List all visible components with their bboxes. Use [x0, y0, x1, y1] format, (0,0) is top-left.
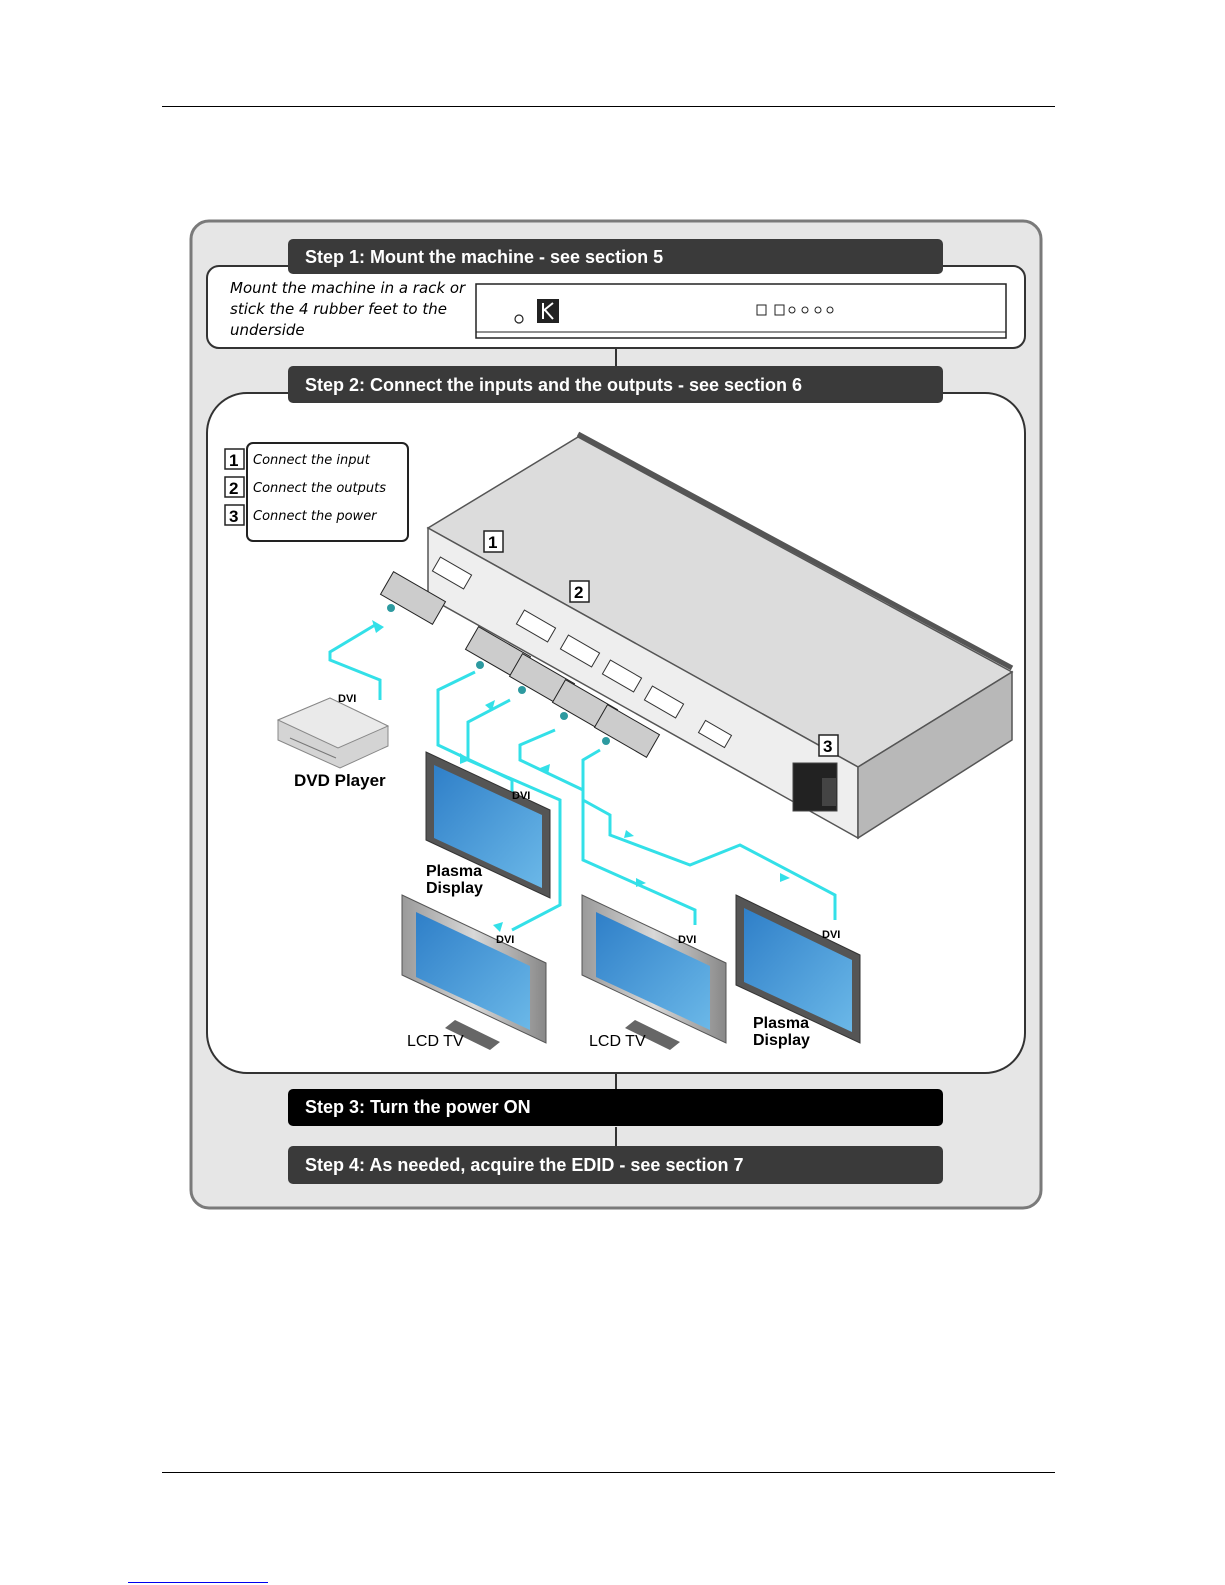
legend: 1 Connect the input 2 Connect the output…: [224, 442, 409, 542]
plasma-display-2: [735, 894, 861, 1044]
rack-device: 1 2 3: [426, 431, 1014, 840]
step-3-label: Step 3: Turn the power ON: [305, 1097, 531, 1117]
k-logo-icon: [537, 299, 559, 323]
svg-text:2: 2: [574, 583, 583, 602]
step-2-bar: Step 2: Connect the inputs and the outpu…: [288, 366, 943, 403]
step-3-bar: Step 3: Turn the power ON: [288, 1089, 943, 1126]
legend-item-1: 1 Connect the input: [224, 448, 371, 470]
lcd-tv-1-label: LCD TV: [407, 1033, 464, 1050]
lcd-tv-1: [401, 894, 547, 1050]
svg-text:Connect the input: Connect the input: [253, 453, 371, 468]
cable-label-lcd-2: DVI: [678, 934, 696, 946]
mount-text-line-1: Mount the machine in a rack or: [230, 279, 466, 297]
callout-2: 2: [569, 580, 590, 603]
step-4-bar: Step 4: As needed, acquire the EDID - se…: [288, 1146, 943, 1184]
plasma-display-1: [425, 751, 551, 899]
callout-1: 1: [483, 530, 504, 553]
header-rule: [162, 106, 1055, 107]
cable-arrows: [372, 620, 790, 932]
lcd-tv-2: [581, 894, 727, 1050]
cable-label-plasma-1: DVI: [512, 790, 530, 802]
svg-text:Connect the outputs: Connect the outputs: [253, 481, 386, 496]
mount-text-line-2: stick the 4 rubber feet to the: [230, 300, 447, 318]
legend-item-2: 2 Connect the outputs: [224, 476, 386, 498]
cable-label-dvd: DVI: [338, 693, 356, 705]
svg-text:3: 3: [823, 737, 832, 756]
plasma-display-2-label-line-1: Plasma: [753, 1015, 809, 1032]
svg-text:Connect the power: Connect the power: [253, 509, 378, 524]
legend-item-3: 3 Connect the power: [224, 504, 378, 526]
footer-rule: [162, 1472, 1055, 1473]
lcd-tv-2-label: LCD TV: [589, 1033, 646, 1050]
dvi-plug-output-4: [593, 704, 661, 758]
svg-text:2: 2: [229, 479, 238, 498]
dvi-plug-input: [379, 571, 447, 625]
callout-3: 3: [818, 734, 839, 757]
dvi-cables: [328, 623, 837, 932]
step-1-label: Step 1: Mount the machine - see section …: [305, 247, 663, 267]
cable-label-lcd-1: DVI: [496, 934, 514, 946]
step-1-bar: Step 1: Mount the machine - see section …: [288, 239, 943, 274]
mount-text-line-3: underside: [230, 321, 305, 339]
dvd-player: [276, 697, 390, 769]
svg-text:1: 1: [488, 533, 497, 552]
plasma-display-1-label-line-1: Plasma: [426, 863, 482, 880]
svg-text:1: 1: [229, 451, 238, 470]
dvd-player-label: DVD Player: [294, 771, 386, 790]
svg-text:3: 3: [229, 507, 238, 526]
step-4-label: Step 4: As needed, acquire the EDID - se…: [305, 1155, 743, 1175]
step-2-label: Step 2: Connect the inputs and the outpu…: [305, 375, 802, 395]
plasma-display-2-label-line-2: Display: [753, 1032, 810, 1049]
cable-label-plasma-2: DVI: [822, 929, 840, 941]
plasma-display-1-label-line-2: Display: [426, 880, 483, 897]
footer-link-underline[interactable]: [128, 1582, 268, 1583]
device-front-panel: [475, 283, 1007, 339]
